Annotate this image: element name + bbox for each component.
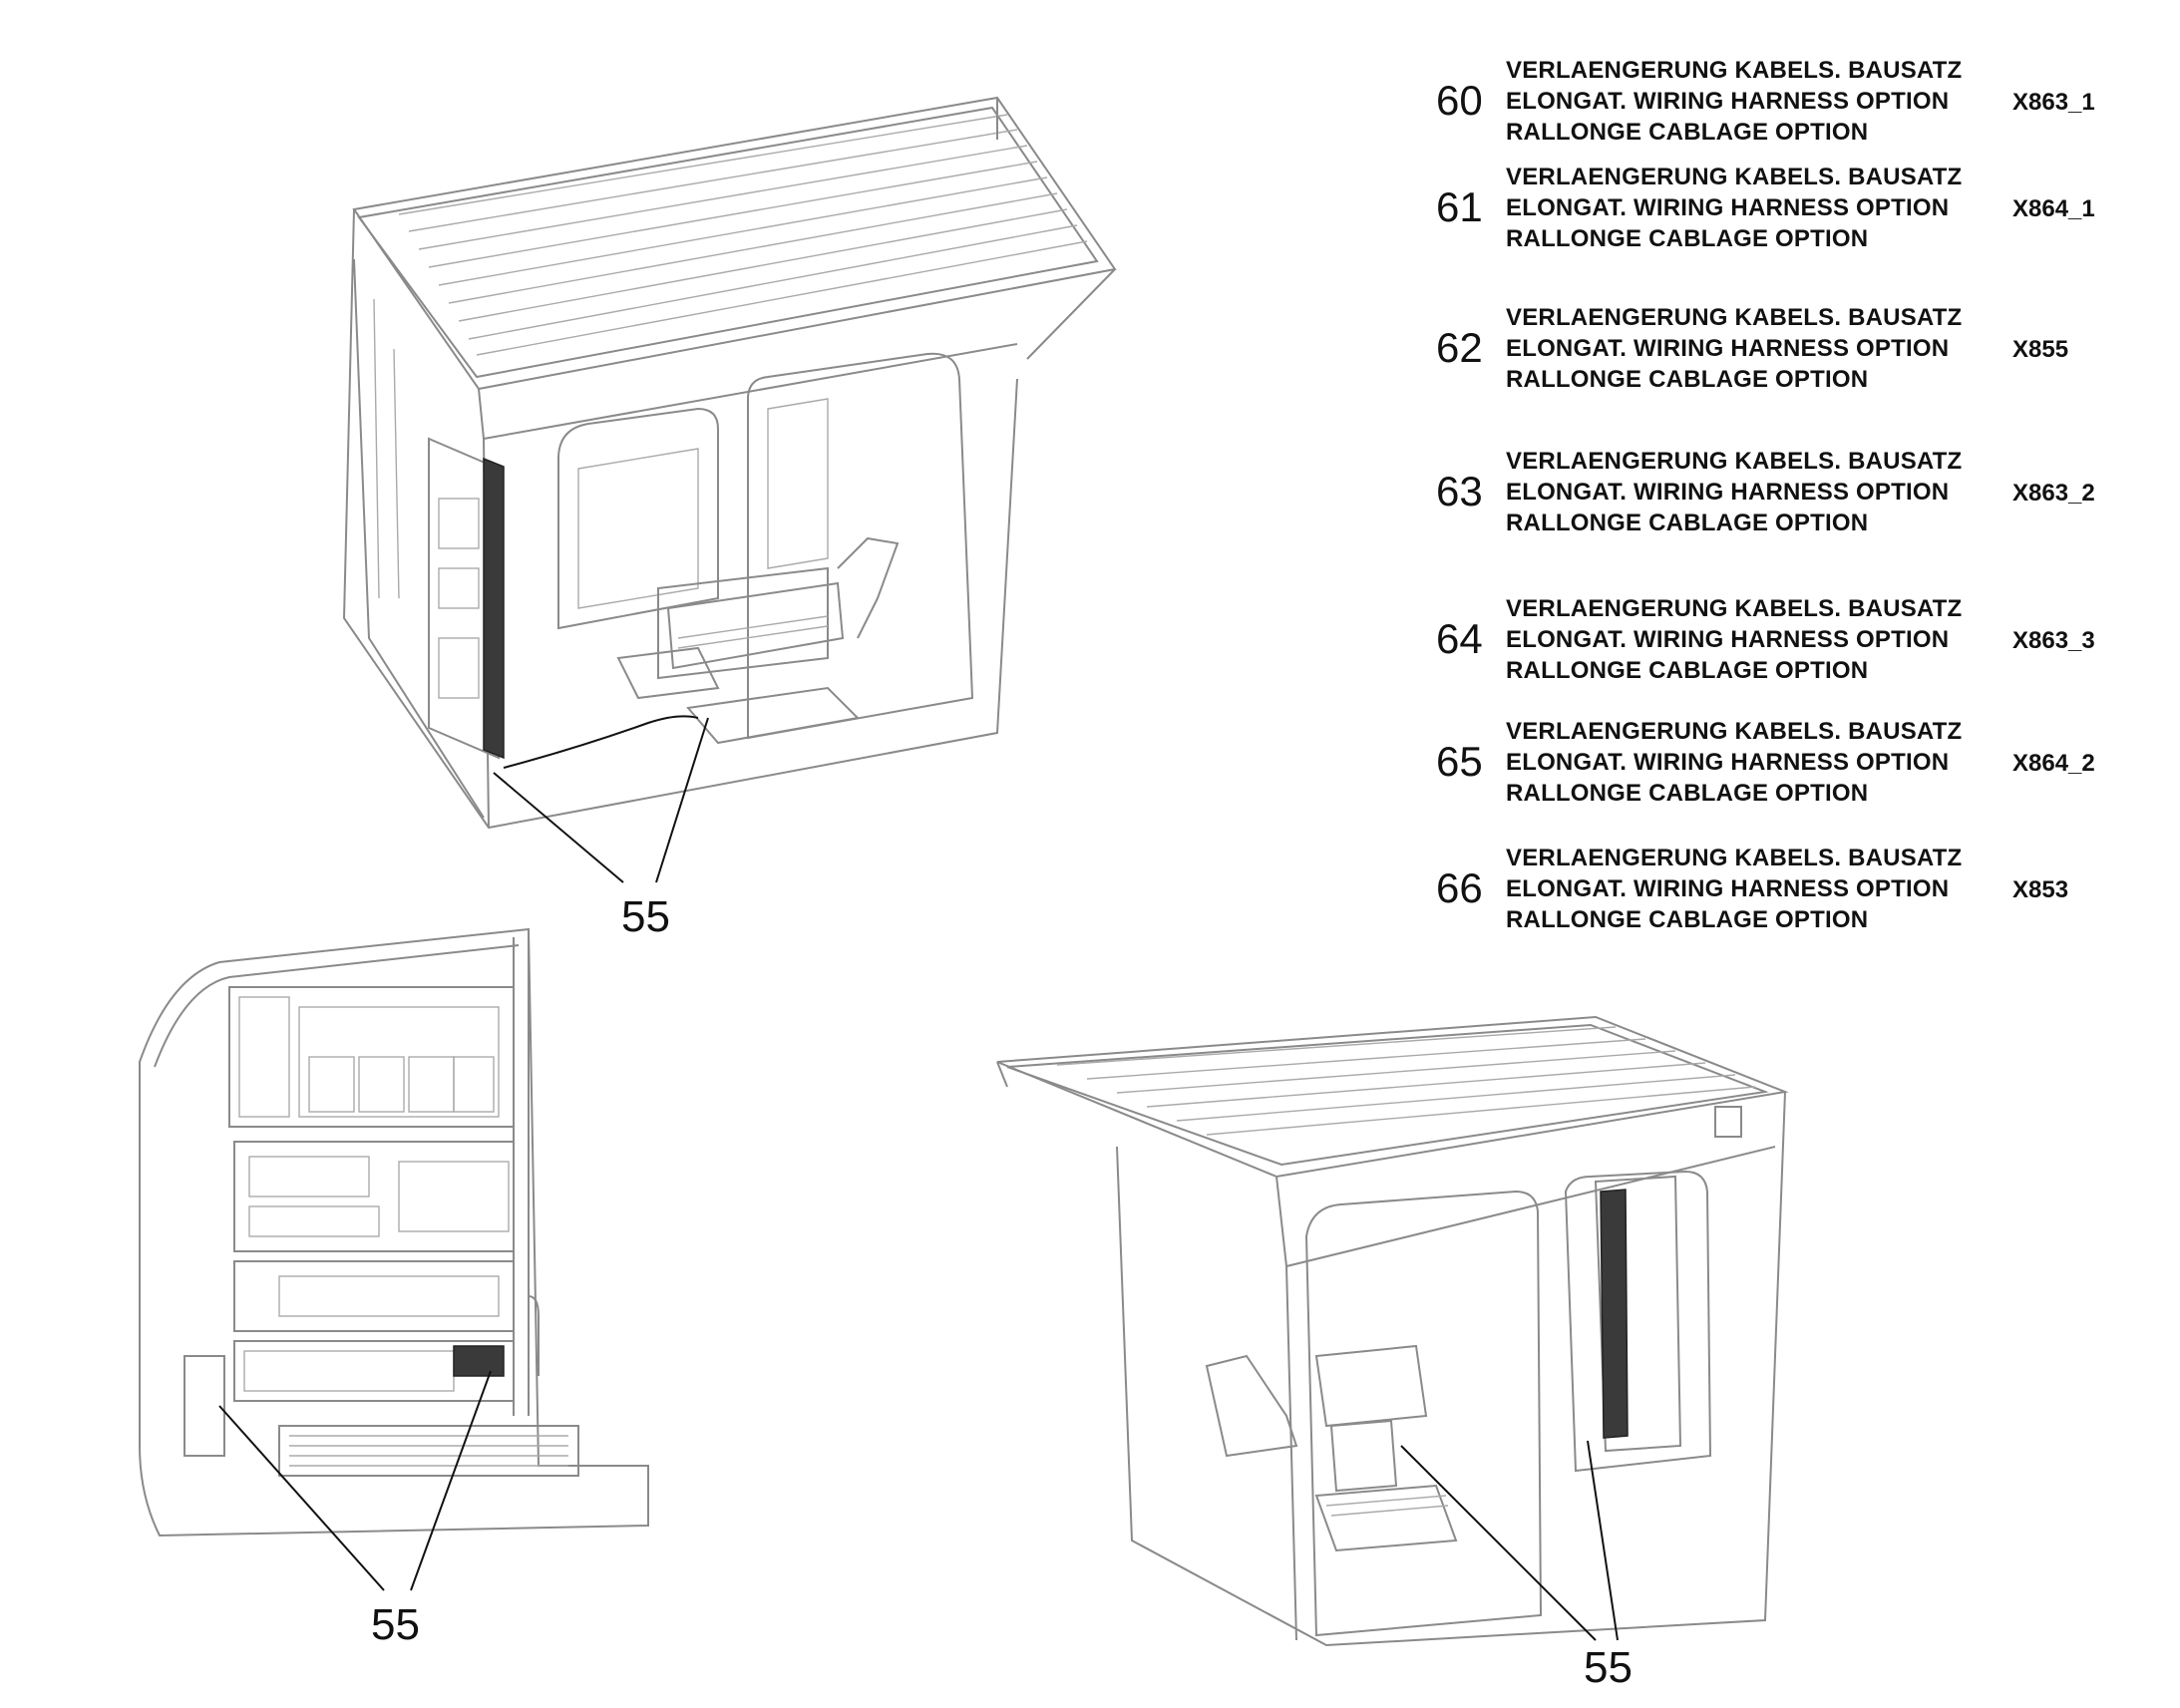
description-french: RALLONGE CABLAGE OPTION: [1506, 906, 1869, 933]
part-number: 65: [1436, 738, 1483, 785]
description-german: VERLAENGERUNG KABELS. BAUSATZ: [1506, 595, 1963, 622]
connector-code: X864_1: [2012, 195, 2095, 222]
description-french: RALLONGE CABLAGE OPTION: [1506, 657, 1869, 684]
description-german: VERLAENGERUNG KABELS. BAUSATZ: [1506, 57, 1963, 84]
description-german: VERLAENGERUNG KABELS. BAUSATZ: [1506, 448, 1963, 475]
cab-rear-view: [996, 1015, 1789, 1647]
description-english: ELONGAT. WIRING HARNESS OPTION: [1506, 335, 1950, 362]
description-english: ELONGAT. WIRING HARNESS OPTION: [1506, 749, 1950, 776]
part-row-65: 65 VERLAENGERUNG KABELS. BAUSATZ ELONGAT…: [1436, 716, 2154, 812]
description-english: ELONGAT. WIRING HARNESS OPTION: [1506, 875, 1950, 902]
part-row-62: 62 VERLAENGERUNG KABELS. BAUSATZ ELONGAT…: [1436, 302, 2154, 398]
part-row-66: 66 VERLAENGERUNG KABELS. BAUSATZ ELONGAT…: [1436, 843, 2154, 938]
part-number: 64: [1436, 615, 1483, 662]
part-description: VERLAENGERUNG KABELS. BAUSATZ ELONGAT. W…: [1506, 55, 1962, 148]
description-german: VERLAENGERUNG KABELS. BAUSATZ: [1506, 718, 1963, 745]
part-description: VERLAENGERUNG KABELS. BAUSATZ ELONGAT. W…: [1506, 302, 1962, 395]
part-row-63: 63 VERLAENGERUNG KABELS. BAUSATZ ELONGAT…: [1436, 446, 2154, 541]
description-french: RALLONGE CABLAGE OPTION: [1506, 225, 1869, 252]
description-french: RALLONGE CABLAGE OPTION: [1506, 780, 1869, 807]
description-french: RALLONGE CABLAGE OPTION: [1506, 366, 1869, 393]
part-description: VERLAENGERUNG KABELS. BAUSATZ ELONGAT. W…: [1506, 446, 1962, 538]
part-description: VERLAENGERUNG KABELS. BAUSATZ ELONGAT. W…: [1506, 843, 1962, 935]
part-description: VERLAENGERUNG KABELS. BAUSATZ ELONGAT. W…: [1506, 162, 1962, 254]
description-french: RALLONGE CABLAGE OPTION: [1506, 510, 1869, 536]
description-english: ELONGAT. WIRING HARNESS OPTION: [1506, 194, 1950, 221]
callout-55-cabinet: 55: [371, 1600, 420, 1649]
description-german: VERLAENGERUNG KABELS. BAUSATZ: [1506, 164, 1963, 190]
connector-code: X863_3: [2012, 627, 2095, 654]
connector-code: X853: [2012, 876, 2069, 903]
description-german: VERLAENGERUNG KABELS. BAUSATZ: [1506, 304, 1963, 331]
part-number: 66: [1436, 864, 1483, 911]
part-row-64: 64 VERLAENGERUNG KABELS. BAUSATZ ELONGAT…: [1436, 593, 2154, 689]
callout-55-rear: 55: [1584, 1643, 1633, 1692]
cabinet-detail-view: [139, 927, 649, 1537]
leader-lines-rear: [1400, 1440, 1619, 1641]
part-description: VERLAENGERUNG KABELS. BAUSATZ ELONGAT. W…: [1506, 593, 1962, 686]
leader-lines-top: [493, 717, 709, 883]
part-row-61: 61 VERLAENGERUNG KABELS. BAUSATZ ELONGAT…: [1436, 162, 2154, 257]
part-description: VERLAENGERUNG KABELS. BAUSATZ ELONGAT. W…: [1506, 716, 1962, 809]
part-number: 61: [1436, 183, 1483, 230]
connector-code: X855: [2012, 336, 2069, 363]
part-number: 62: [1436, 324, 1483, 371]
description-english: ELONGAT. WIRING HARNESS OPTION: [1506, 88, 1950, 115]
connector-code: X863_2: [2012, 480, 2095, 507]
description-french: RALLONGE CABLAGE OPTION: [1506, 119, 1869, 146]
cab-front-view: [342, 96, 1117, 830]
callout-55-top: 55: [621, 892, 670, 941]
part-row-60: 60 VERLAENGERUNG KABELS. BAUSATZ ELONGAT…: [1436, 55, 2154, 151]
description-german: VERLAENGERUNG KABELS. BAUSATZ: [1506, 845, 1963, 871]
description-english: ELONGAT. WIRING HARNESS OPTION: [1506, 626, 1950, 653]
part-number: 63: [1436, 468, 1483, 514]
connector-code: X863_1: [2012, 89, 2095, 116]
description-english: ELONGAT. WIRING HARNESS OPTION: [1506, 479, 1950, 506]
leader-lines-cabinet: [218, 1370, 492, 1591]
part-number: 60: [1436, 77, 1483, 124]
connector-code: X864_2: [2012, 750, 2095, 777]
